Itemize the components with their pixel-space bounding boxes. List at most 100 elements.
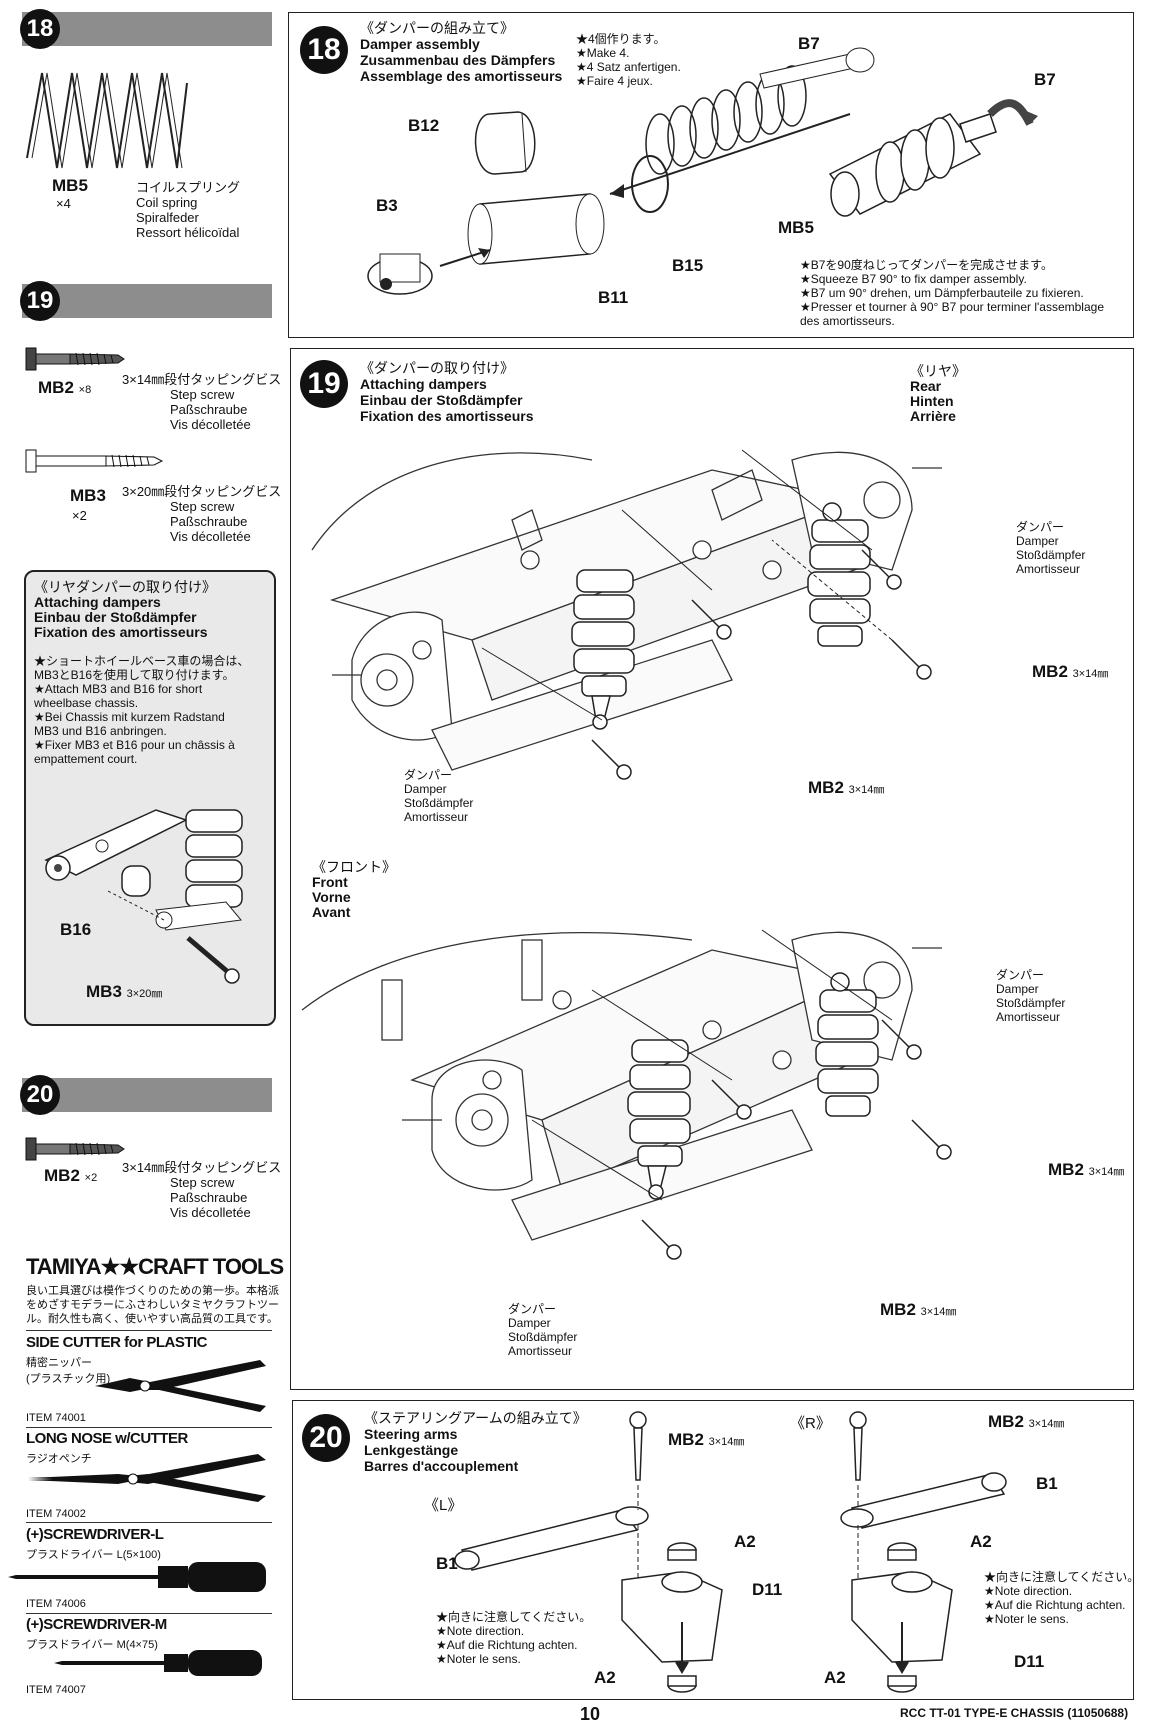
rear-note-3: wheelbase chassis.: [34, 696, 139, 710]
tool-side-cutter-item: ITEM 74001: [26, 1412, 86, 1424]
front-tag-de: Vorne: [312, 889, 351, 905]
rear-tag-fr: Arrière: [910, 408, 956, 424]
mb2-part-desc: 3×14㎜段付タッピングビス Step screw Paßschraube Vi…: [122, 372, 281, 432]
b16-label: B16: [60, 920, 92, 939]
mb2b-size: 3×14㎜段付タッピングビス: [122, 1160, 282, 1175]
rear-damper-label-right: ダンパー Damper Stoßdämpfer Amortisseur: [1016, 520, 1085, 576]
tools-divider-1: [26, 1427, 272, 1428]
front-damper-label-left: ダンパー Damper Stoßdämpfer Amortisseur: [508, 1302, 577, 1358]
front-damper-left-en: Damper: [508, 1316, 551, 1330]
mb3-desc-fr: Vis décolletée: [170, 529, 251, 544]
tool-screwdriver-m-item: ITEM 74007: [26, 1684, 86, 1696]
twist-de: ★B7 um 90° drehen, um Dämpferbauteile zu…: [800, 286, 1084, 300]
rear-box-title-en: Attaching dampers: [34, 594, 161, 610]
mb3-qty: ×2: [72, 508, 87, 523]
mb2b-part-label: MB2 ×2: [44, 1166, 98, 1185]
step20-title-fr: Barres d'accouplement: [364, 1458, 519, 1474]
left-side-tag: 《L》: [424, 1497, 463, 1514]
step18-make-note: ★4個作ります。 ★Make 4. ★4 Satz anfertigen. ★F…: [576, 32, 681, 88]
tool-long-nose-item: ITEM 74002: [26, 1508, 86, 1520]
mb2b-desc-de: Paßschraube: [170, 1190, 248, 1205]
mb3-desc-en: Step screw: [170, 499, 235, 514]
tool-screwdriver-l-title: (+)SCREWDRIVER-L: [26, 1526, 164, 1543]
rear-box-notes: ★ショートホイールベース車の場合は、 MB3とB16を使用して取り付けます。 ★…: [34, 654, 249, 766]
step19-title: 《ダンパーの取り付け》 Attaching dampers Einbau der…: [360, 360, 534, 424]
front-chassis-illustration: [301, 929, 952, 1260]
right-note-de: ★Auf die Richtung achten.: [984, 1598, 1126, 1612]
step-screw-mb2-icon: [25, 347, 125, 371]
left-note-fr: ★Noter le sens.: [436, 1652, 521, 1666]
screwdriver-m-icon: [54, 1650, 262, 1676]
tool-screwdriver-l-item: ITEM 74006: [26, 1598, 86, 1610]
front-mb2-label-right: MB2 3×14㎜: [1048, 1160, 1125, 1179]
twist-en: ★Squeeze B7 90° to fix damper assembly.: [800, 272, 1027, 286]
left-d11-label: D11: [752, 1580, 783, 1599]
front-tag-en: Front: [312, 874, 348, 890]
rear-damper-mount-illustration: [44, 809, 243, 984]
document-id: RCC TT-01 TYPE-E CHASSIS (11050688): [900, 1706, 1129, 1720]
step18-title: 《ダンパーの組み立て》 Damper assembly Zusammenbau …: [360, 20, 562, 84]
step19-header-bar: [22, 284, 272, 318]
right-direction-note: ★向きに注意してください。 ★Note direction. ★Auf die …: [984, 1570, 1139, 1626]
right-d11-label: D11: [1014, 1652, 1045, 1671]
rear-damper-box: [24, 570, 276, 1026]
left-note-de: ★Auf die Richtung achten.: [436, 1638, 578, 1652]
rear-damper-left-jp: ダンパー: [404, 768, 453, 782]
mb3-part-label: MB3: [70, 486, 106, 505]
rear-note-7: empattement court.: [34, 752, 138, 766]
rear-tag-jp: 《リヤ》: [910, 363, 966, 379]
step20-number: 20: [302, 1414, 350, 1462]
rear-damper-jp: ダンパー: [1016, 520, 1065, 534]
left-b1-label: B1: [436, 1554, 458, 1573]
long-nose-pliers-icon: [28, 1454, 266, 1502]
craft-tools-intro: 良い工具選びは模作づくりのための第一歩。本格派 をめざすモデラーにふさわしいタミ…: [26, 1284, 279, 1326]
damper-exploded-illustration: [367, 47, 1038, 295]
make-en: ★Make 4.: [576, 46, 630, 60]
rear-box-title: 《リヤダンパーの取り付け》 Attaching dampers Einbau d…: [34, 580, 216, 640]
tools-intro-1: をめざすモデラーにふさわしいタミヤクラフトツー: [26, 1299, 279, 1311]
rear-note-6: ★Fixer MB3 et B16 pour un châssis à: [34, 738, 235, 752]
screwdriver-l-icon: [8, 1562, 266, 1592]
left-mb2-label: MB2 3×14㎜: [668, 1430, 745, 1449]
tool-long-nose-title: LONG NOSE w/CUTTER: [26, 1430, 188, 1447]
mb2-desc-fr: Vis décolletée: [170, 417, 251, 432]
mb5-name-de: Spiralfeder: [136, 210, 199, 225]
front-damper-de: Stoßdämpfer: [996, 996, 1066, 1010]
make-fr: ★Faire 4 jeux.: [576, 74, 653, 88]
step20-title-en: Steering arms: [364, 1426, 458, 1442]
right-note-en: ★Note direction.: [984, 1584, 1073, 1598]
step19-number: 19: [300, 360, 348, 408]
step18-title-jp: 《ダンパーの組み立て》: [360, 20, 514, 36]
step19-title-fr: Fixation des amortisseurs: [360, 408, 534, 424]
step19-title-de: Einbau der Stoßdämpfer: [360, 392, 523, 408]
step19-title-en: Attaching dampers: [360, 376, 487, 392]
rear-tag-en: Rear: [910, 378, 942, 394]
step20-title-de: Lenkgestänge: [364, 1442, 459, 1458]
twist-fr-2: des amortisseurs.: [800, 314, 895, 328]
mb5-names: コイルスプリング Coil spring Spiralfeder Ressort…: [136, 180, 240, 240]
b7-right-label: B7: [1034, 70, 1056, 89]
step-screw-mb2b-icon: [25, 1137, 125, 1161]
rear-note-5: MB3 und B16 anbringen.: [34, 724, 167, 738]
rear-damper-left-fr: Amortisseur: [404, 810, 469, 824]
mb5-qty: ×4: [56, 196, 71, 211]
rear-damper-left-de: Stoßdämpfer: [404, 796, 474, 810]
rear-chassis-illustration: [311, 449, 942, 780]
mb3-size: 3×20㎜段付タッピングビス: [122, 484, 282, 499]
front-tag-jp: 《フロント》: [312, 859, 396, 875]
b11-label: B11: [598, 288, 629, 307]
left-direction-note: ★向きに注意してください。 ★Note direction. ★Auf die …: [436, 1610, 591, 1666]
rear-note-4: ★Bei Chassis mit kurzem Radstand: [34, 710, 225, 724]
step19-side-number: 19: [20, 281, 60, 321]
mb5-name-en: Coil spring: [136, 195, 198, 210]
left-a2-lower-label: A2: [594, 1668, 616, 1687]
mb2-desc-de: Paßschraube: [170, 402, 248, 417]
rear-tag: 《リヤ》 Rear Hinten Arrière: [910, 364, 966, 424]
rear-box-title-jp: 《リヤダンパーの取り付け》: [34, 579, 216, 595]
step-screw-mb3-icon: [25, 449, 164, 473]
step20-title: 《ステアリングアームの組み立て》 Steering arms Lenkgestä…: [364, 1410, 587, 1474]
rear-note-2: ★Attach MB3 and B16 for short: [34, 682, 203, 696]
rear-tag-de: Hinten: [910, 393, 954, 409]
front-damper-label-right: ダンパー Damper Stoßdämpfer Amortisseur: [996, 968, 1065, 1024]
mb2b-part-desc: 3×14㎜段付タッピングビス Step screw Paßschraube Vi…: [122, 1160, 281, 1220]
